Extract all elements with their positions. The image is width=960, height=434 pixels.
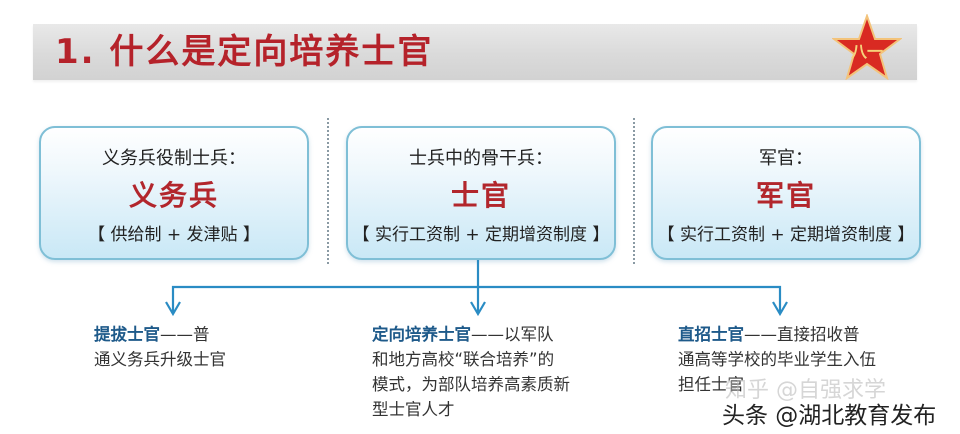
card-subtitle: 士兵中的骨干兵： xyxy=(409,148,553,169)
page-title: 1. 什么是定向培养士官 xyxy=(55,32,434,72)
card-name: 士官 xyxy=(450,179,511,212)
card-name: 义务兵 xyxy=(128,179,219,212)
arrow-down-icon xyxy=(470,301,486,317)
svg-text:八一: 八一 xyxy=(850,42,883,61)
card-officer: 军官： 军官 【 实行工资制 + 定期增资制度 】 xyxy=(651,126,921,260)
red-star-icon: 八一 xyxy=(832,14,902,80)
watermark-faded: 知乎 @自强求学 xyxy=(725,378,886,403)
title-bar: 1. 什么是定向培养士官 xyxy=(33,24,917,80)
path-promotion: 提拔士官——普 通义务兵升级士官 xyxy=(94,325,226,369)
path-lead: 直招士官 xyxy=(678,325,744,344)
divider xyxy=(633,118,635,264)
arrow-down-icon xyxy=(165,301,181,317)
divider xyxy=(327,118,329,264)
card-pay: 【 实行工资制 + 定期增资制度 】 xyxy=(657,225,915,245)
card-pay: 【 实行工资制 + 定期增资制度 】 xyxy=(352,225,610,245)
card-pay: 【 供给制 + 发津贴 】 xyxy=(88,225,260,245)
watermark-main: 头条 @湖北教育发布 xyxy=(722,403,937,429)
arrow-down-icon xyxy=(772,301,788,317)
card-subtitle: 军官： xyxy=(759,148,813,169)
path-direct-recruit: 直招士官——直接招收普 通高等学校的毕业学生入伍 担任士官 xyxy=(678,325,876,394)
path-directed-training: 定向培养士官——以军队 和地方高校“联合培养”的 模式，为部队培养高素质新 型士… xyxy=(372,325,570,419)
card-nco: 士兵中的骨干兵： 士官 【 实行工资制 + 定期增资制度 】 xyxy=(346,126,616,260)
path-lead: 提拔士官 xyxy=(94,325,160,344)
path-lead: 定向培养士官 xyxy=(372,325,471,344)
card-conscript: 义务兵役制士兵： 义务兵 【 供给制 + 发津贴 】 xyxy=(39,126,309,260)
card-name: 军官 xyxy=(755,179,816,212)
card-subtitle: 义务兵役制士兵： xyxy=(102,148,246,169)
